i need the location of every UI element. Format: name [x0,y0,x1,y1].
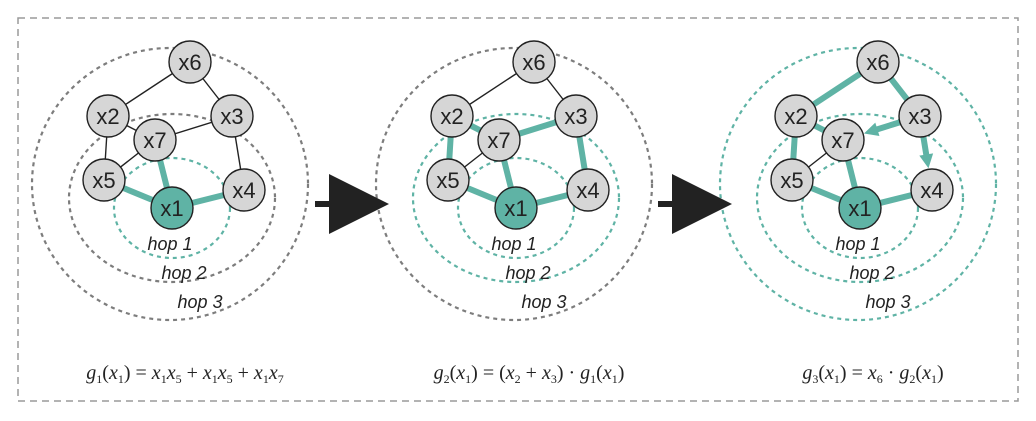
hop-label-3: hop 3 [865,292,910,312]
formula-panel-2: g2(x1) = (x2 + x3) · g1(x1) [433,362,625,386]
hop-ring-1 [456,156,576,260]
node-x3: x3 [210,94,254,138]
hop-label-1: hop 1 [147,234,192,254]
node-x7: x7 [133,118,177,162]
node-x1: x1 [494,186,538,230]
node-label: x6 [866,50,889,75]
node-label: x5 [780,168,803,193]
hop-label-2: hop 2 [849,263,894,283]
edge-arrowhead [919,153,934,169]
node-x6: x6 [856,40,900,84]
node-label: x4 [920,178,943,203]
formula-panel-3: g3(x1) = x6 · g2(x1) [802,362,944,386]
hop-label-3: hop 3 [521,292,566,312]
hop-ring-1 [800,156,920,260]
edge-arrowhead [864,122,880,136]
hop-ring-2 [411,112,621,284]
hop-ring-2 [67,112,277,284]
panel-3: x6 x2 x3 x7 x5 x1 x4 hop 1 hop 2 hop 3 [718,40,998,322]
node-x2: x2 [774,94,818,138]
node-label: x2 [784,104,807,129]
panel-2: x6 x2 x3 x7 x5 x1 x4 hop 1 hop 2 hop 3 [374,40,654,322]
node-x4: x4 [910,168,954,212]
node-x5: x5 [426,158,470,202]
node-label: x7 [487,128,510,153]
node-x2: x2 [430,94,474,138]
node-label: x7 [143,128,166,153]
node-x5: x5 [82,158,126,202]
node-label: x5 [92,168,115,193]
node-x3: x3 [898,94,942,138]
node-x4: x4 [566,168,610,212]
node-label: x3 [564,104,587,129]
node-label: x5 [436,168,459,193]
node-label: x6 [178,50,201,75]
node-x1: x1 [150,186,194,230]
hop-label-2: hop 2 [161,263,206,283]
node-label: x2 [440,104,463,129]
hop-ring-3 [374,46,654,322]
hop-label-2: hop 2 [505,263,550,283]
node-label: x3 [220,104,243,129]
node-label: x3 [908,104,931,129]
hop-label-3: hop 3 [177,292,222,312]
node-x2: x2 [86,94,130,138]
hop-label-1: hop 1 [491,234,536,254]
node-label: x4 [576,178,599,203]
figure-frame [17,17,1019,402]
hop-ring-3 [30,46,310,322]
node-x3: x3 [554,94,598,138]
node-x1: x1 [838,186,882,230]
node-label: x1 [848,196,871,221]
node-label: x6 [522,50,545,75]
node-label: x2 [96,104,119,129]
node-x6: x6 [168,40,212,84]
hop-ring-3 [718,46,998,322]
node-x4: x4 [222,168,266,212]
hop-ring-1 [112,156,232,260]
node-label: x7 [831,128,854,153]
node-label: x1 [160,196,183,221]
node-x6: x6 [512,40,556,84]
node-label: x1 [504,196,527,221]
node-x7: x7 [477,118,521,162]
hop-ring-2 [755,112,965,284]
node-x7: x7 [821,118,865,162]
hop-label-1: hop 1 [835,234,880,254]
node-label: x4 [232,178,255,203]
panel-1: x6 x2 x3 x7 x5 x1 x4 hop 1 hop 2 hop 3 [30,40,310,322]
formula-panel-1: g1(x1) = x1x5 + x1x5 + x1x7 [86,362,284,386]
node-x5: x5 [770,158,814,202]
